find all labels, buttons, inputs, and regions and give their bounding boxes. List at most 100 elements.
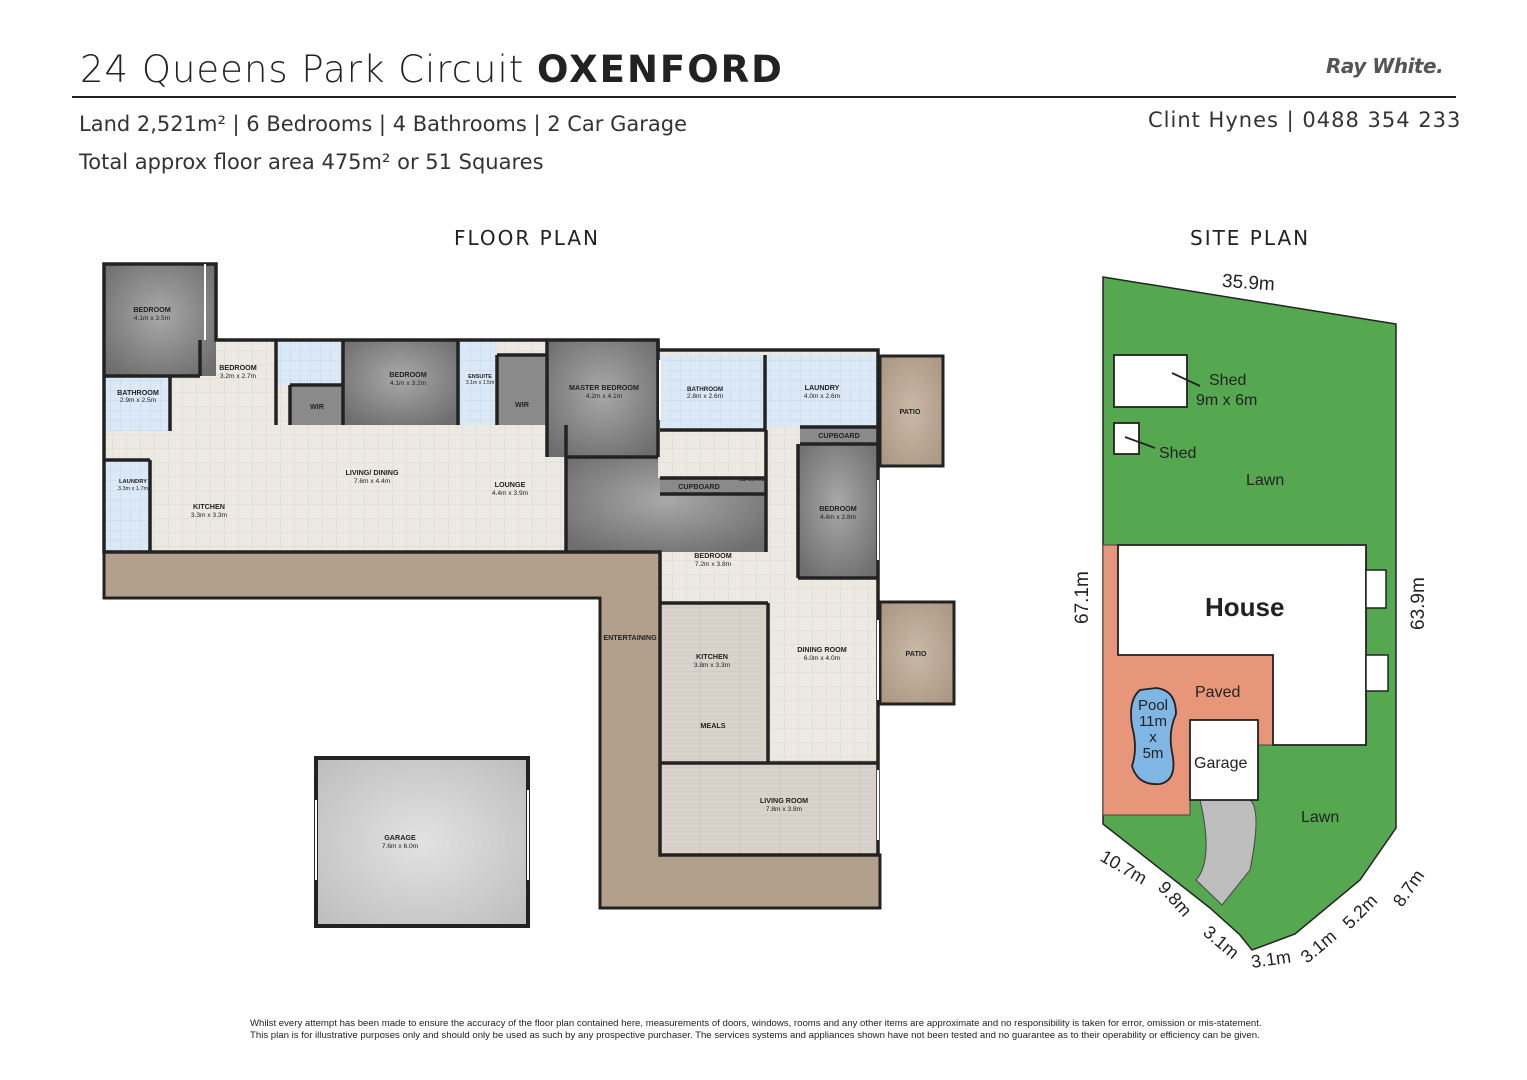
- site-garage: [1189, 719, 1259, 801]
- room-name: BEDROOM: [389, 370, 427, 379]
- boundary-dimension: 8.7m: [1389, 866, 1428, 910]
- room-name: GARAGE: [384, 833, 416, 842]
- room-name: LAUNDRY: [805, 383, 840, 392]
- wir-label: WIR: [515, 400, 530, 409]
- room-dims: 3.1m x 1.5m: [466, 380, 495, 386]
- agent-contact: Clint Hynes | 0488 354 233: [1148, 108, 1462, 132]
- house-outline: [1117, 544, 1367, 746]
- shed-label: Shed: [1159, 445, 1196, 462]
- top-dimension: 35.9m: [1221, 271, 1275, 296]
- ensuite: [458, 340, 497, 425]
- room-dims: 4.4m x 3.9m: [492, 490, 529, 497]
- wir-label: WIR: [310, 402, 325, 411]
- room-name: BEDROOM: [219, 363, 257, 372]
- pool-label: Pool: [1138, 697, 1168, 714]
- house-label: House: [1205, 592, 1284, 622]
- laundry-east: [765, 355, 878, 427]
- disclaimer-line: This plan is for illustrative purposes o…: [250, 1030, 1260, 1041]
- room-dims: 3.8m x 3.3m: [694, 662, 731, 669]
- boundary-dimension: 3.1m: [1297, 926, 1341, 967]
- property-address: 24 Queens Park Circuit OXENFORD: [80, 48, 784, 91]
- pool-label: 5m: [1143, 745, 1164, 762]
- bathroom-west: [104, 376, 170, 431]
- header-divider: [72, 96, 1456, 98]
- meals-label: MEALS: [700, 721, 725, 730]
- cupboard-label: CUPBOARD: [818, 431, 860, 440]
- room-dims: 3.2m x 2.7m: [220, 373, 257, 380]
- room-name: ENSUITE: [468, 374, 492, 380]
- room-name: KITCHEN: [696, 652, 728, 661]
- bedroom-nw: [104, 264, 216, 376]
- room-dims: 6.0m x 4.0m: [804, 655, 841, 662]
- room-dims: 2.9m x 2.5m: [120, 397, 157, 404]
- room-name: LAUNDRY: [119, 479, 147, 485]
- shed-label: Shed: [1209, 372, 1246, 389]
- room-name: BEDROOM: [694, 551, 732, 560]
- floor-plan-labels: BEDROOM 4.1m x 3.5m BEDROOM 3.2m x 2.7m …: [117, 305, 927, 850]
- pool-label: x: [1149, 729, 1157, 746]
- site-plan-title: SITE PLAN: [1190, 226, 1311, 250]
- living-room-floor: [660, 760, 878, 855]
- bathroom-top: [276, 340, 343, 385]
- pool: [1130, 687, 1177, 786]
- patio-right: [878, 600, 956, 706]
- patio-top: [878, 354, 945, 468]
- room-dims: 4.2m x 4.1m: [586, 393, 623, 400]
- boundary-dimension: 5.2m: [1339, 890, 1381, 932]
- floor-area-summary: Total approx floor area 475m² or 51 Squa…: [79, 150, 544, 174]
- room-name: LIVING/ DINING: [345, 468, 399, 477]
- address-suburb: OXENFORD: [537, 48, 784, 91]
- room-dims: 7.2m x 3.8m: [695, 561, 732, 568]
- cupboard-label: CUPBOARD: [678, 482, 720, 491]
- cupboard-a: [660, 478, 766, 494]
- room-dims: 4.1m x 3.2m: [390, 380, 427, 387]
- room-dims: 7.6m x 6.0m: [382, 843, 419, 850]
- cupboard-label: CUPBOARD: [739, 477, 766, 482]
- bedroom-north: [343, 340, 458, 425]
- bathroom-east: [660, 355, 765, 430]
- room-name: BATHROOM: [687, 386, 723, 393]
- room-name: KITCHEN: [193, 502, 225, 511]
- garage: [314, 756, 530, 928]
- room-name: BATHROOM: [117, 388, 159, 397]
- floor-plan: BEDROOM 4.1m x 3.5m BEDROOM 3.2m x 2.7m …: [102, 262, 956, 928]
- site-plan: 35.9m Shed 9m x 6m Shed Lawn House Paved…: [1072, 271, 1429, 972]
- room-dims: 2.8m x 2.6m: [687, 393, 724, 400]
- disclaimer: Whilst every attempt has been made to en…: [250, 1018, 1330, 1042]
- room-name: LIVING ROOM: [760, 796, 808, 805]
- laundry-west: [104, 460, 150, 552]
- brand-logo: Ray White: [1326, 54, 1443, 78]
- room-name: LOUNGE: [495, 480, 526, 489]
- room-dims: 7.6m x 4.4m: [354, 478, 391, 485]
- patio-label: PATIO: [906, 649, 927, 658]
- kitchen-east-floor: [660, 603, 768, 763]
- wir-a: [290, 385, 343, 425]
- disclaimer-line: Whilst every attempt has been made to en…: [250, 1018, 1262, 1029]
- floor-plan-title: FLOOR PLAN: [454, 226, 600, 250]
- room-dims: 4.1m x 3.5m: [134, 315, 171, 322]
- patio-label: PATIO: [900, 407, 921, 416]
- room-name: BEDROOM: [133, 305, 171, 314]
- room-dims: 7.8m x 3.8m: [766, 806, 803, 813]
- room-name: BEDROOM: [819, 504, 857, 513]
- lawn-label: Lawn: [1301, 809, 1339, 826]
- wir-b: [497, 355, 547, 425]
- garage-label: Garage: [1194, 755, 1247, 772]
- entertaining-label: ENTERTAINING: [603, 633, 657, 642]
- shed-large: [1113, 354, 1188, 408]
- pool-label: 11m: [1139, 713, 1167, 730]
- bedroom-east: [798, 444, 878, 578]
- room-name: MASTER BEDROOM: [569, 383, 639, 392]
- lawn-label: Lawn: [1246, 472, 1284, 489]
- property-summary: Land 2,521m² | 6 Bedrooms | 4 Bathrooms …: [79, 112, 688, 136]
- room-dims: 3.3m x 1.7m: [118, 486, 149, 492]
- room-dims: 4.4m x 2.8m: [820, 514, 857, 521]
- address-street: 24 Queens Park Circuit: [80, 48, 525, 91]
- boundary-dimension: 3.1m: [1250, 947, 1292, 972]
- room-dims: 4.0m x 2.6m: [804, 393, 841, 400]
- left-dimension: 67.1m: [1072, 571, 1093, 624]
- room-dims: 3.3m x 3.3m: [191, 512, 228, 519]
- room-name: DINING ROOM: [797, 645, 847, 654]
- shed-dims: 9m x 6m: [1196, 392, 1257, 409]
